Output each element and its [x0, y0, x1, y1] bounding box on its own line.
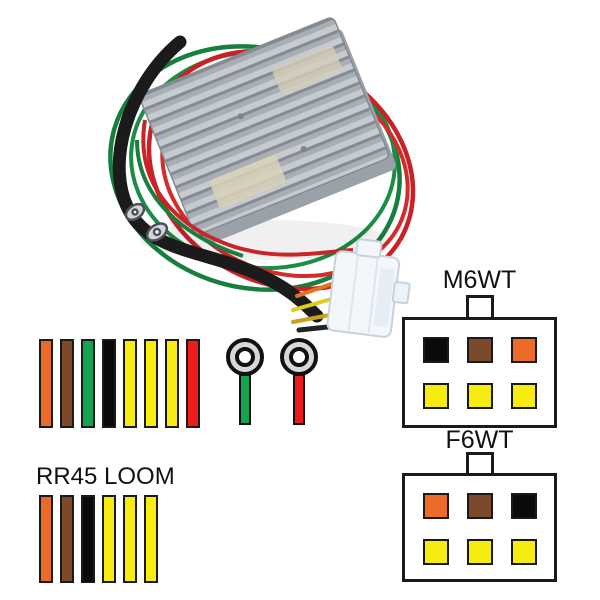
loom-wire-color-strip-row	[39, 495, 158, 583]
ring-terminal-hole	[235, 347, 255, 367]
yellow-pin	[511, 539, 537, 565]
wire-color-strip-row	[39, 339, 200, 428]
yellow-pin	[423, 383, 449, 409]
white-connector	[326, 238, 411, 338]
yellow-wire-swatch	[144, 495, 158, 583]
yellow-pin	[511, 383, 537, 409]
yellow-pin	[423, 539, 449, 565]
black-wire-swatch	[102, 339, 116, 428]
green-wire	[135, 139, 244, 258]
ring-terminal-eyelet	[280, 338, 318, 376]
loom-title: RR45 LOOM	[36, 463, 175, 490]
yellow-wire-swatch	[123, 495, 137, 583]
orange-pin	[423, 493, 449, 519]
f6wt-connector-pinout	[402, 473, 557, 582]
f6wt-connector-label: F6WT	[445, 426, 514, 454]
yellow-wire-swatch	[165, 339, 179, 428]
red-ring-terminal	[280, 338, 318, 425]
m6wt-connector-pinout	[402, 317, 557, 428]
brown-pin	[467, 337, 493, 363]
red-wire	[141, 119, 354, 257]
black-wire-swatch	[81, 495, 95, 583]
brown-wire-swatch	[60, 339, 74, 428]
yellow-pin	[467, 383, 493, 409]
green-wire-swatch	[81, 339, 95, 428]
product-photo	[108, 17, 416, 338]
pin-row	[423, 539, 554, 565]
brown-wire-swatch	[60, 495, 74, 583]
pin-row	[423, 383, 554, 409]
pin-row	[423, 493, 554, 519]
red-wire-swatch	[186, 339, 200, 428]
red-wire-stub	[293, 374, 305, 425]
black-pin	[423, 337, 449, 363]
m6wt-connector-label: M6WT	[442, 266, 517, 294]
ring-terminal-eyelet	[226, 338, 264, 376]
heatsink	[139, 17, 396, 244]
green-ring-terminal	[226, 338, 264, 425]
orange-wire-swatch	[39, 339, 53, 428]
ring-terminal-hole	[289, 347, 309, 367]
brown-pin	[467, 493, 493, 519]
green-wire-stub	[239, 374, 251, 425]
yellow-wire-swatch	[144, 339, 158, 428]
photo-ring-terminals	[124, 202, 169, 242]
yellow-wire-swatch	[123, 339, 137, 428]
pin-row	[423, 337, 554, 363]
orange-pin	[511, 337, 537, 363]
black-pin	[511, 493, 537, 519]
orange-wire-swatch	[39, 495, 53, 583]
yellow-pin	[467, 539, 493, 565]
yellow-wire-swatch	[102, 495, 116, 583]
